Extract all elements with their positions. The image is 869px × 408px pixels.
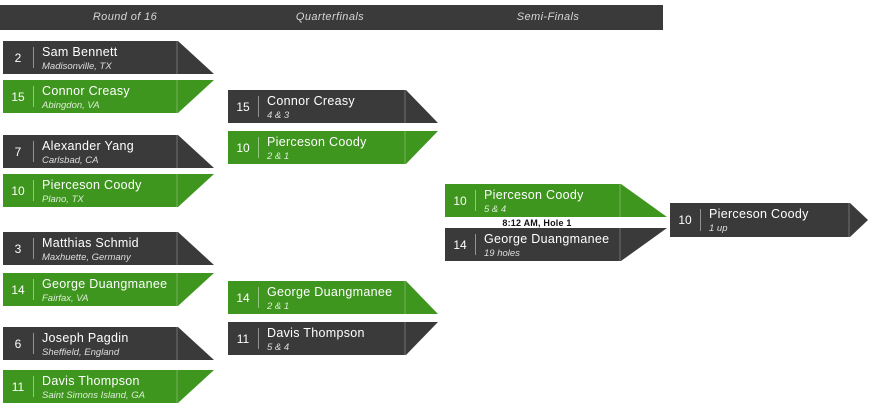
- seed-divider: [33, 141, 34, 162]
- player-name: Sam Bennett: [42, 45, 118, 59]
- seed-number: 2: [14, 50, 22, 65]
- player-name: Connor Creasy: [267, 94, 355, 108]
- player-detail: Sheffield, England: [42, 347, 120, 358]
- seed-divider: [33, 86, 34, 107]
- seed-number: 3: [14, 241, 22, 256]
- round-header-label-semi-finals: Semi-Finals: [516, 11, 580, 23]
- player-detail: Abingdon, VA: [42, 100, 100, 111]
- player-name: George Duangmanee: [267, 285, 393, 299]
- seed-number: 14: [236, 290, 250, 305]
- seed-number: 10: [11, 183, 25, 198]
- player-card[interactable]: 10 Pierceson Coody 1 up: [670, 203, 868, 237]
- player-card[interactable]: 10 Pierceson Coody 5 & 4: [445, 184, 667, 217]
- player-name: Pierceson Coody: [42, 178, 142, 192]
- player-detail: 5 & 4: [484, 204, 507, 215]
- player-detail: 2 & 1: [267, 301, 290, 312]
- player-name: George Duangmanee: [484, 232, 610, 246]
- player-card[interactable]: 11 Davis Thompson 5 & 4: [228, 322, 438, 355]
- seed-number: 15: [236, 99, 250, 114]
- seed-divider: [258, 96, 259, 117]
- seed-divider: [475, 234, 476, 255]
- seed-divider: [700, 209, 701, 231]
- player-card[interactable]: 14 George Duangmanee 2 & 1: [228, 281, 438, 314]
- seed-divider: [475, 190, 476, 211]
- player-name: Joseph Pagdin: [42, 331, 129, 345]
- player-detail: 19 holes: [484, 248, 520, 259]
- seed-number: 15: [11, 89, 25, 104]
- seed-divider: [33, 238, 34, 259]
- seed-number: 14: [453, 237, 467, 252]
- player-detail: 1 up: [709, 223, 728, 234]
- player-detail: 2 & 1: [267, 151, 290, 162]
- player-name: Connor Creasy: [42, 84, 130, 98]
- seed-divider: [33, 376, 34, 397]
- round-header-label-round-of-16: Round of 16: [92, 11, 158, 23]
- player-detail: Plano, TX: [42, 194, 84, 205]
- seed-number: 10: [453, 193, 467, 208]
- player-info: Connor Creasy 4 & 3: [267, 94, 398, 121]
- player-info: Pierceson Coody 5 & 4: [484, 188, 627, 215]
- player-name: George Duangmanee: [42, 277, 168, 291]
- round-header-bar: Round of 16 Quarterfinals Semi-Finals: [0, 5, 663, 30]
- player-name: Pierceson Coody: [484, 188, 584, 202]
- seed-number: 10: [678, 213, 692, 227]
- player-detail: Madisonville, TX: [42, 61, 112, 72]
- seed-divider: [258, 287, 259, 308]
- player-info: Davis Thompson 5 & 4: [267, 326, 398, 353]
- match-status-note: 8:12 AM, Hole 1: [502, 218, 572, 228]
- player-info: Pierceson Coody 1 up: [709, 207, 828, 234]
- seed-number: 14: [11, 282, 25, 297]
- seed-number: 6: [14, 336, 22, 351]
- player-name: Matthias Schmid: [42, 236, 139, 250]
- seed-divider: [33, 47, 34, 68]
- seed-divider: [258, 137, 259, 158]
- seed-divider: [33, 180, 34, 201]
- seed-divider: [33, 333, 34, 354]
- player-card[interactable]: 14 George Duangmanee 19 holes: [445, 228, 667, 261]
- player-detail: 5 & 4: [267, 342, 290, 353]
- player-info: George Duangmanee 2 & 1: [267, 285, 398, 312]
- player-name: Davis Thompson: [42, 374, 140, 388]
- player-info: Pierceson Coody 2 & 1: [267, 135, 398, 162]
- seed-divider: [33, 279, 34, 300]
- seed-number: 7: [14, 144, 22, 159]
- player-name: Davis Thompson: [267, 326, 365, 340]
- seed-number: 10: [236, 140, 250, 155]
- player-name: Alexander Yang: [42, 139, 134, 153]
- seed-number: 11: [11, 379, 25, 394]
- player-card[interactable]: 10 Pierceson Coody 2 & 1: [228, 131, 438, 164]
- player-detail: Maxhuette, Germany: [42, 252, 131, 263]
- seed-number: 11: [236, 331, 250, 346]
- round-header-label-quarterfinals: Quarterfinals: [295, 11, 365, 23]
- player-name: Pierceson Coody: [267, 135, 367, 149]
- player-info: George Duangmanee 19 holes: [484, 232, 627, 259]
- player-detail: Carlsbad, CA: [42, 155, 99, 166]
- player-card[interactable]: 15 Connor Creasy 4 & 3: [228, 90, 438, 123]
- seed-divider: [258, 328, 259, 349]
- player-detail: 4 & 3: [267, 110, 290, 121]
- player-name: Pierceson Coody: [709, 207, 809, 221]
- player-detail: Fairfax, VA: [42, 293, 89, 304]
- player-detail: Saint Simons Island, GA: [42, 390, 145, 401]
